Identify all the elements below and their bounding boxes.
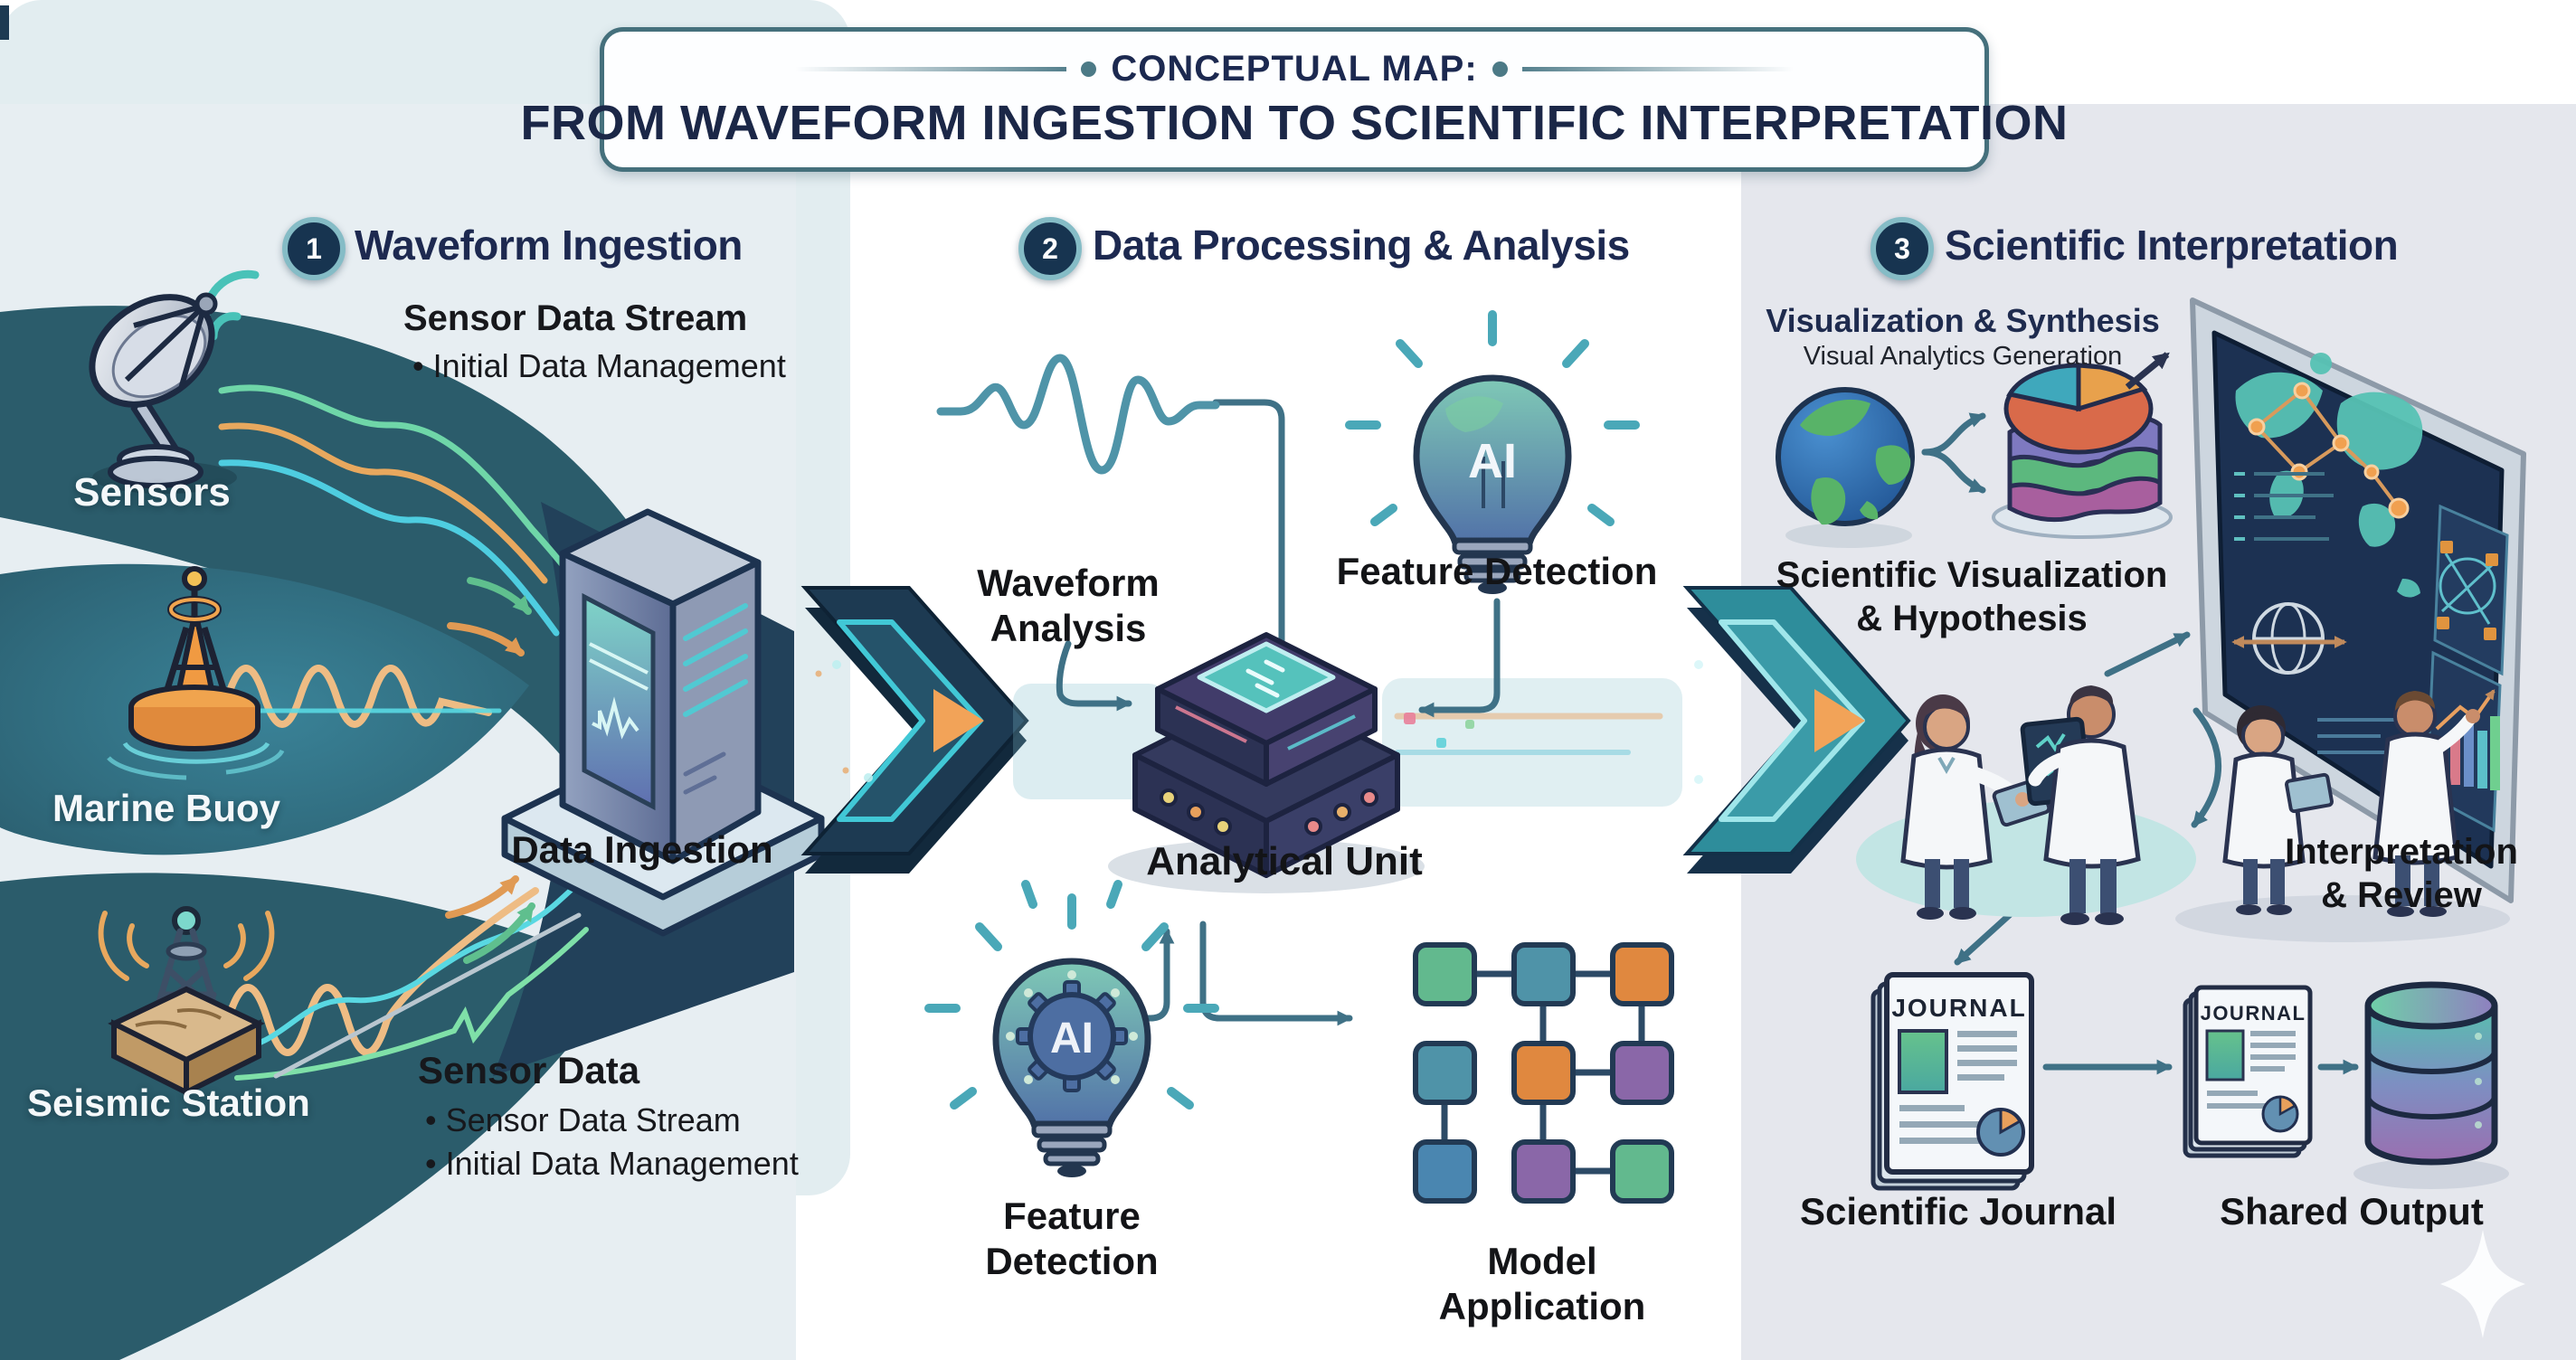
ai-text: AI <box>1050 1015 1094 1062</box>
feature-detection-bottom-label: Feature Detection <box>936 1194 1208 1284</box>
model-line2: Application <box>1438 1285 1646 1327</box>
waveform-analysis-line2: Analysis <box>990 607 1147 649</box>
signal-waves <box>218 384 590 1081</box>
title-line1: CONCEPTUAL MAP: <box>1111 48 1478 89</box>
title-decor-line-right <box>1521 66 1794 71</box>
waveform-icon <box>936 354 1220 475</box>
step3-badge: 3 <box>1870 217 1934 280</box>
ai-text: AI <box>1468 434 1517 488</box>
step2-heading: Data Processing & Analysis <box>1093 222 1630 269</box>
stage1-to-stage2-arrow <box>800 586 1029 874</box>
data-ingestion-server-icon <box>445 508 825 964</box>
step2-badge: 2 <box>1018 217 1082 280</box>
corner-mark <box>0 5 9 40</box>
title-line2: FROM WAVEFORM INGESTION TO SCIENTIFIC IN… <box>520 95 2069 150</box>
title-banner: CONCEPTUAL MAP: FROM WAVEFORM INGESTION … <box>521 27 2068 172</box>
waveform-analysis-label: Waveform Analysis <box>946 561 1190 651</box>
sci-viz-line2: & Hypothesis <box>1856 599 2088 638</box>
sensors-label: Sensors <box>73 470 231 515</box>
journal-header-text: JOURNAL <box>2201 1002 2306 1025</box>
block2-title: Sensor Data <box>418 1049 640 1091</box>
step3-heading: Scientific Interpretation <box>1945 222 2399 269</box>
ai-bulb-bottom-icon: AI <box>924 880 1219 1177</box>
layered-chart-icon <box>1992 352 2173 539</box>
model-application-label: Model Application <box>1384 1239 1700 1329</box>
block2-bullet1: • Sensor Data Stream <box>425 1101 741 1138</box>
sci-visualization-label: Scientific Visualization & Hypothesis <box>1732 553 2211 640</box>
block2-bullet2: • Initial Data Management <box>425 1145 799 1182</box>
waveform-analysis-line1: Waveform <box>977 562 1160 604</box>
interpretation-review-label: Interpretation & Review <box>2225 830 2576 917</box>
database-icon <box>2353 981 2509 1189</box>
journal-header-text: JOURNAL <box>1891 994 2026 1022</box>
data-ingestion-label: Data Ingestion <box>511 828 773 871</box>
shared-output-label: Shared Output <box>2220 1190 2484 1232</box>
title-decor-dot-right <box>1492 61 1508 77</box>
feature-bottom-line2: Detection <box>985 1240 1159 1282</box>
sparkle-icon <box>2440 1230 2525 1338</box>
stage2-to-stage3-arrow <box>1681 586 1911 874</box>
interp-line1: Interpretation <box>2285 832 2518 872</box>
model-grid-icon <box>1413 942 1674 1204</box>
globe-icon <box>1776 387 1915 548</box>
feature-bottom-line1: Feature <box>1003 1195 1141 1237</box>
block1-bullet1: • Initial Data Management <box>412 347 786 384</box>
marine-buoy-label: Marine Buoy <box>52 787 281 829</box>
ai-bulb-top-icon: AI <box>1345 310 1640 594</box>
step1-badge: 1 <box>282 217 346 280</box>
journal-icon-large: JOURNAL <box>1870 972 2034 1191</box>
interp-line2: & Review <box>2321 875 2482 915</box>
satellite-dish-icon <box>89 269 260 494</box>
seismic-station-label: Seismic Station <box>27 1081 310 1124</box>
viz-synthesis-subtitle: Visual Analytics Generation <box>1803 342 2123 371</box>
analytical-unit-icon <box>1108 632 1425 893</box>
journal-icon-small: JOURNAL <box>2183 985 2313 1158</box>
title-decor-dot-left <box>1081 61 1097 77</box>
feature-detection-top-label: Feature Detection <box>1336 550 1658 592</box>
viz-synthesis-title: Visualization & Synthesis <box>1766 302 2160 339</box>
analytical-unit-label: Analytical Unit <box>1146 839 1423 883</box>
title-decor-line-left <box>795 66 1067 71</box>
analytics-screen-icon <box>2175 298 2526 942</box>
scientists-discussion-group <box>1856 685 2196 925</box>
model-line1: Model <box>1487 1240 1597 1282</box>
marine-buoy-icon <box>107 566 285 780</box>
step1-heading: Waveform Ingestion <box>355 222 743 269</box>
sci-viz-line1: Scientific Visualization <box>1776 555 2168 595</box>
block1-title: Sensor Data Stream <box>403 298 748 338</box>
scientific-journal-label: Scientific Journal <box>1799 1190 2117 1232</box>
seismic-station-icon <box>98 906 275 1097</box>
